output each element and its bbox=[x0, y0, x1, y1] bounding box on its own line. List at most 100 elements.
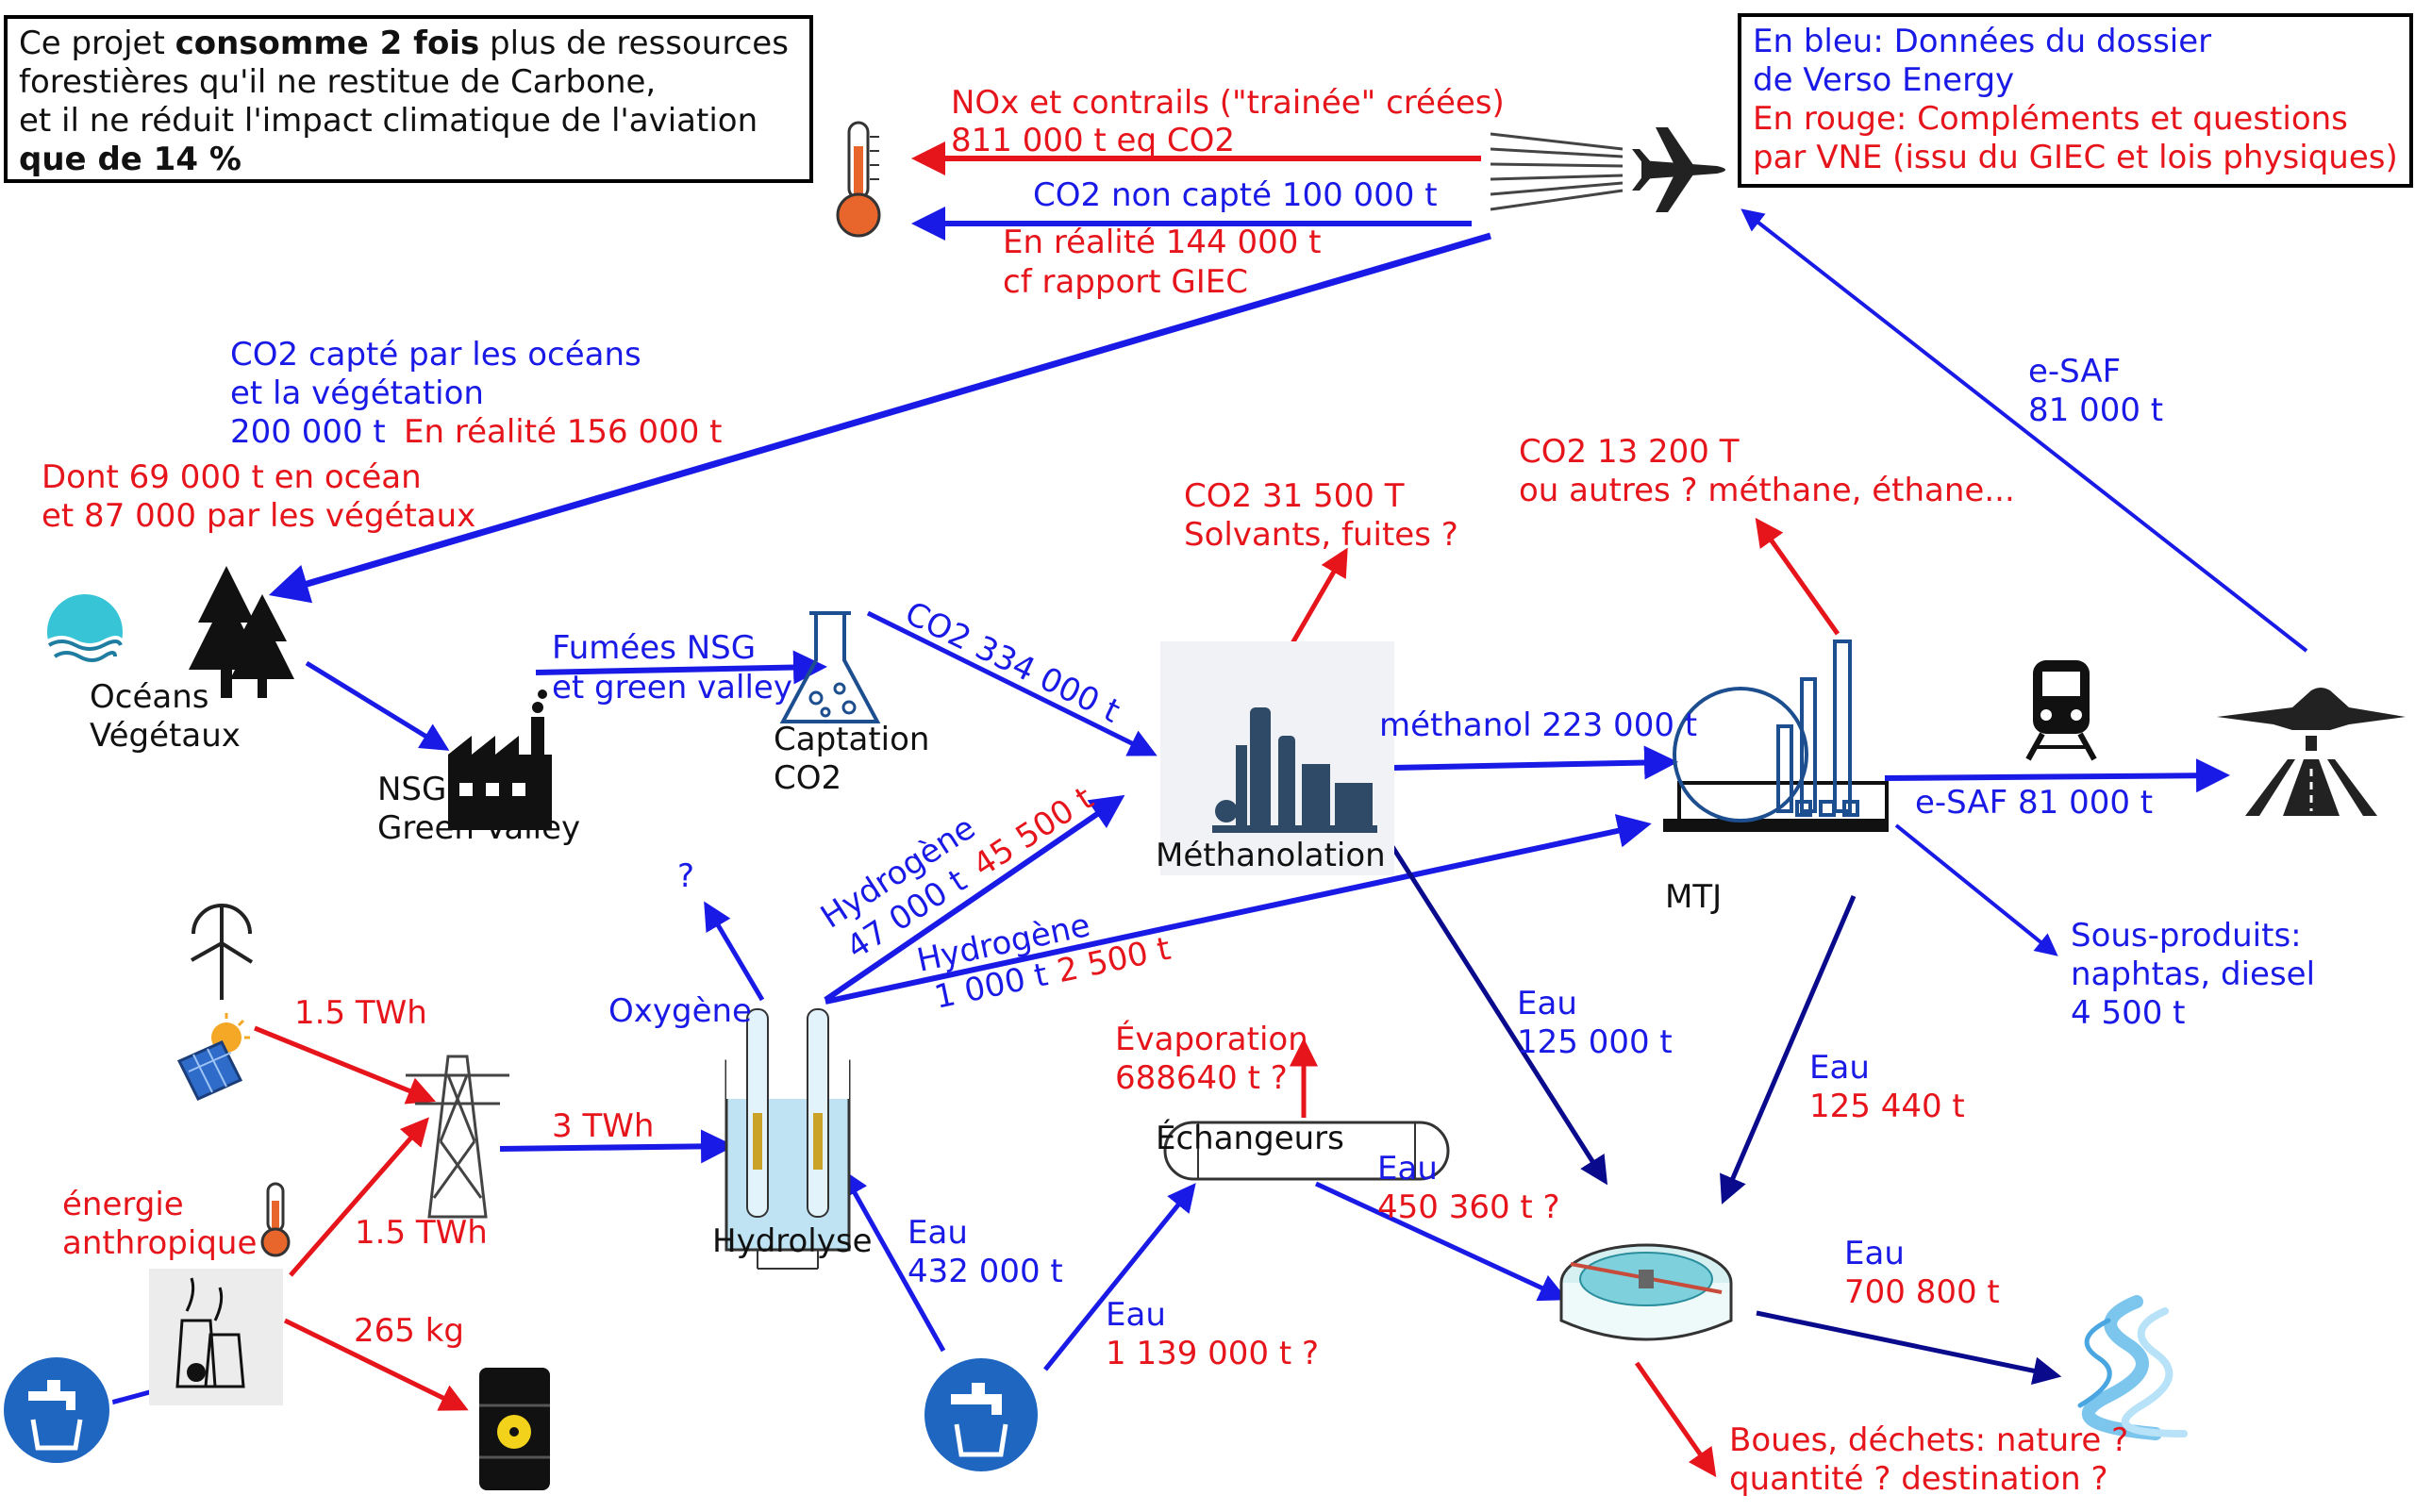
summary-line1-pre: Ce projet bbox=[19, 25, 175, 62]
label-esaf-bottom: e-SAF 81 000 t bbox=[1915, 784, 2153, 822]
label-co2-31500-2: Solvants, fuites ? bbox=[1184, 516, 1458, 554]
label-fumees-1: Fumées NSG bbox=[552, 629, 756, 667]
arrow-eau-450 bbox=[1314, 1181, 1568, 1302]
arrow-methanol bbox=[1346, 745, 1678, 780]
water-treatment-icon bbox=[1559, 1243, 1733, 1341]
label-node-echangeurs: Échangeurs bbox=[1156, 1119, 1344, 1157]
label-capte-realite: En réalité 156 000 t bbox=[404, 413, 723, 451]
label-eau-125440-2: 125 440 t bbox=[1809, 1088, 1965, 1125]
label-eau-700-1: Eau bbox=[1844, 1235, 1905, 1272]
label-co2-realite-1: En réalité 144 000 t bbox=[1003, 224, 1322, 261]
label-eau-125440-1: Eau bbox=[1809, 1049, 1870, 1087]
label-eau-700-2: 700 800 t bbox=[1844, 1273, 2000, 1311]
label-co2-334: CO2 334 000 t bbox=[899, 594, 1125, 731]
arrow-eau-1139 bbox=[1043, 1183, 1196, 1371]
arrow-eau-432 bbox=[841, 1168, 946, 1353]
legend-blue-2: de Verso Energy bbox=[1753, 61, 2015, 99]
arrow-co2-334 bbox=[866, 610, 1158, 756]
label-node-nsg-1: NSG bbox=[377, 771, 446, 808]
solar-panel-icon bbox=[176, 1013, 250, 1101]
train-icon bbox=[2025, 660, 2097, 761]
label-eau-125000-2: 125 000 t bbox=[1517, 1023, 1673, 1061]
water-tap-icon bbox=[921, 1354, 1041, 1475]
arrow-solar-pylon bbox=[254, 1025, 436, 1105]
forest-icon bbox=[189, 566, 294, 698]
label-nox-1: NOx et contrails ("trainée" créées) bbox=[951, 84, 1505, 122]
label-boues-1: Boues, déchets: nature ? bbox=[1729, 1421, 2128, 1459]
radioactive-barrel-icon bbox=[479, 1368, 550, 1490]
refinery-icon bbox=[1160, 641, 1394, 875]
arrow-fumees bbox=[535, 650, 827, 685]
label-nox-2: 811 000 t eq CO2 bbox=[951, 122, 1235, 159]
label-node-captation-2: CO2 bbox=[774, 759, 841, 797]
arrows bbox=[65, 141, 2308, 1478]
arrow-esaf-top bbox=[1740, 208, 2308, 653]
label-eau-432-1: Eau bbox=[908, 1214, 968, 1252]
label-boues-2: quantité ? destination ? bbox=[1729, 1460, 2108, 1498]
legend-box: En bleu: Données du dossier de Verso Ene… bbox=[1738, 13, 2413, 188]
ocean-icon bbox=[47, 594, 123, 670]
label-eau-450-1: Eau bbox=[1377, 1150, 1438, 1188]
label-question: ? bbox=[677, 857, 694, 895]
mtj-plant-icon bbox=[1663, 640, 1889, 832]
label-node-oceans-1: Océans bbox=[90, 678, 208, 716]
label-265kg: 265 kg bbox=[354, 1312, 464, 1350]
summary-line1-post: plus de ressources bbox=[479, 25, 789, 62]
label-esaf-top-2: 81 000 t bbox=[2028, 391, 2163, 429]
label-evap-2: 688640 t ? bbox=[1115, 1059, 1288, 1097]
arrow-co2-13200 bbox=[1755, 517, 1840, 636]
label-eau-450-2: 450 360 t ? bbox=[1377, 1188, 1560, 1226]
label-node-oceans-2: Végétaux bbox=[90, 717, 241, 755]
legend-blue-1: En bleu: Données du dossier bbox=[1753, 23, 2212, 60]
flask-icon bbox=[779, 611, 881, 723]
summary-line4: que de 14 % bbox=[19, 141, 242, 178]
label-co2-non-capte: CO2 non capté 100 000 t bbox=[1033, 176, 1438, 214]
heat-exchanger-icon bbox=[1163, 1121, 1450, 1181]
label-eau-125000-1: Eau bbox=[1517, 985, 1577, 1022]
water-tap-icon bbox=[0, 1354, 113, 1467]
label-co2-13200-2: ou autres ? méthane, éthane... bbox=[1519, 472, 2015, 509]
label-energie-2: anthropique bbox=[62, 1224, 257, 1262]
arrow-oceans-nsg bbox=[305, 660, 450, 751]
wind-turbine-icon bbox=[191, 904, 254, 1000]
label-esaf-top-1: e-SAF bbox=[2028, 353, 2121, 390]
label-node-captation-1: Captation bbox=[774, 721, 929, 758]
label-sous-2: naphtas, diesel bbox=[2071, 955, 2315, 993]
legend-red-2: par VNE (issu du GIEC et lois physiques) bbox=[1753, 139, 2398, 176]
river-icon bbox=[2077, 1295, 2188, 1440]
arrow-oxygene bbox=[704, 901, 765, 1002]
label-node-mtj: MTJ bbox=[1665, 878, 1722, 916]
airplane-icon bbox=[1490, 127, 1725, 212]
label-dont-2: et 87 000 par les végétaux bbox=[42, 497, 475, 535]
arrow-eau-125440 bbox=[1720, 895, 1857, 1205]
label-methanol: méthanol 223 000 t bbox=[1379, 706, 1697, 744]
nuclear-plant-icon bbox=[149, 1269, 283, 1405]
label-evap-1: Évaporation bbox=[1115, 1020, 1308, 1058]
arrow-eau-700 bbox=[1756, 1310, 2062, 1386]
label-eau-1139-1: Eau bbox=[1106, 1296, 1166, 1334]
arrow-esaf-bottom bbox=[1884, 758, 2230, 793]
label-h2-a-red: 45 500 t bbox=[966, 779, 1100, 884]
arrow-nuclear-pylon bbox=[289, 1117, 429, 1277]
arrow-h2-metha bbox=[824, 794, 1125, 1003]
arrow-co2-capte bbox=[268, 232, 1491, 604]
arrow-sous-produits bbox=[1894, 823, 2058, 956]
label-capte-2: et la végétation bbox=[230, 374, 484, 412]
label-node-methanolation: Méthanolation bbox=[1156, 837, 1386, 874]
arrow-h2-mtj bbox=[824, 814, 1652, 1005]
summary-box: Ce projet consomme 2 fois plus de ressou… bbox=[4, 15, 813, 183]
pylon-icon bbox=[406, 1055, 509, 1219]
label-sous-3: 4 500 t bbox=[2071, 994, 2185, 1032]
arrow-265kg bbox=[283, 1318, 469, 1411]
label-twh-b: 1.5 TWh bbox=[355, 1214, 488, 1252]
label-capte-3: 200 000 t bbox=[230, 413, 386, 451]
label-co2-realite-2: cf rapport GIEC bbox=[1003, 263, 1248, 301]
summary-line3: et il ne réduit l'impact climatique de l… bbox=[19, 102, 758, 140]
summary-line1-bold: consomme 2 fois bbox=[175, 25, 480, 62]
electrolysis-cell-icon bbox=[724, 1008, 851, 1270]
thermometer-icon bbox=[836, 121, 881, 238]
label-eau-1139-2: 1 139 000 t ? bbox=[1106, 1335, 1319, 1372]
label-twh-3: 3 TWh bbox=[552, 1107, 654, 1145]
factory-icon bbox=[448, 690, 552, 830]
